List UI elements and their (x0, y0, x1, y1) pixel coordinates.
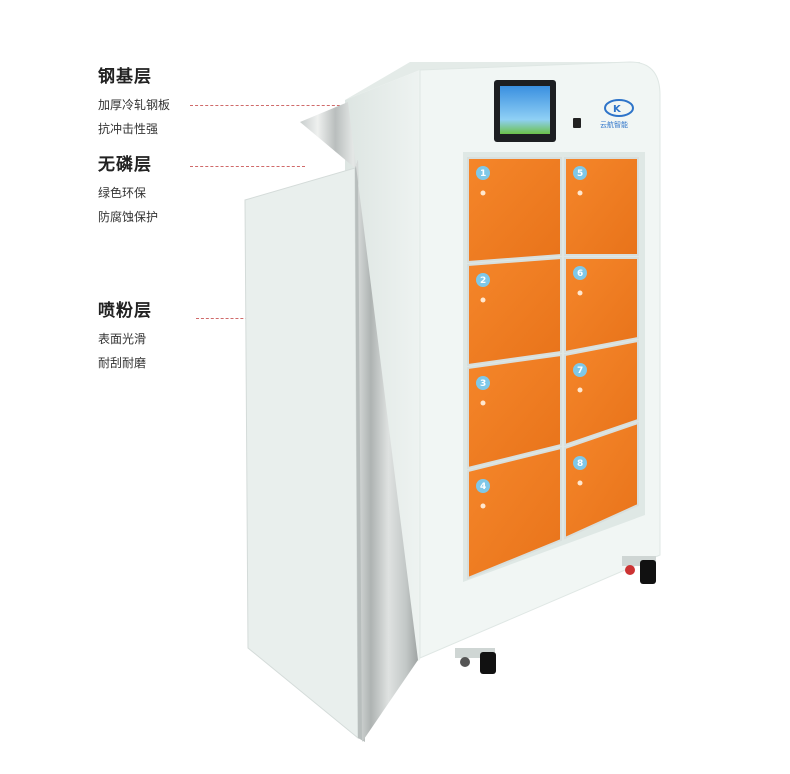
door-lock-icon (480, 297, 486, 303)
layer-title: 喷粉层 (98, 301, 152, 321)
locker-door-5[interactable] (564, 157, 639, 256)
door-lock-icon (577, 190, 583, 196)
caster-front-right (622, 556, 656, 584)
door-number-label: 8 (577, 459, 583, 469)
leader-line-powder (196, 318, 268, 319)
locker-door-4[interactable] (467, 446, 562, 580)
card-reader (573, 118, 581, 128)
layer-title: 钢基层 (98, 67, 152, 87)
locker-door-8[interactable] (564, 421, 639, 540)
layer-steel-base: 钢基层 加厚冷轧钢板 抗冲击性强 (98, 62, 170, 141)
layer-desc-line: 表面光滑 (98, 332, 147, 346)
door-number-badge (476, 166, 490, 180)
locker-doors: 1 2 3 4 5 6 7 8 (467, 157, 639, 580)
door-number-badge (476, 273, 490, 287)
door-lock-icon (577, 480, 583, 486)
layer-desc-line: 加厚冷轧钢板 (98, 98, 171, 112)
locker-door-3[interactable] (467, 353, 562, 470)
door-number-label: 7 (577, 366, 583, 376)
door-number-label: 5 (577, 169, 583, 179)
door-lock-icon (480, 400, 486, 406)
door-lock-icon (577, 387, 583, 393)
locker-door-1[interactable] (467, 157, 562, 264)
door-lock-icon (577, 290, 583, 296)
caster-front-left (455, 648, 496, 674)
steel-base-sheet (300, 102, 418, 742)
door-number-label: 1 (480, 169, 486, 179)
layer-desc-line: 绿色环保 (98, 186, 147, 200)
layer-desc-line: 抗冲击性强 (98, 122, 159, 136)
door-number-badge (573, 456, 587, 470)
leader-line-phosphorus (190, 166, 305, 167)
touch-screen-display (500, 86, 550, 134)
door-number-badge (573, 363, 587, 377)
leader-line-steel (190, 105, 345, 106)
door-number-badge (476, 479, 490, 493)
brand-logo: K 云航智能 (600, 99, 634, 129)
svg-text:K: K (613, 104, 622, 115)
locker-door-6[interactable] (564, 257, 639, 354)
door-number-label: 4 (480, 482, 486, 492)
layer-powder-coat: 喷粉层 表面光滑 耐刮耐磨 (98, 296, 152, 375)
door-number-badge (476, 376, 490, 390)
powder-coat-sheet (244, 167, 359, 740)
door-lock-icon (480, 190, 486, 196)
door-number-badge (573, 266, 587, 280)
door-lock-icon (480, 503, 486, 509)
door-number-label: 2 (480, 276, 486, 286)
door-number-badge (573, 166, 587, 180)
layer-desc-line: 防腐蚀保护 (98, 210, 159, 224)
brand-logo-text: 云航智能 (600, 120, 628, 129)
door-number-label: 6 (577, 269, 583, 279)
door-number-label: 3 (480, 379, 486, 389)
layer-desc-line: 耐刮耐磨 (98, 356, 147, 370)
layer-title: 无磷层 (98, 155, 152, 175)
layer-phosphorus-free: 无磷层 绿色环保 防腐蚀保护 (98, 150, 158, 229)
locker-door-2[interactable] (467, 256, 562, 367)
